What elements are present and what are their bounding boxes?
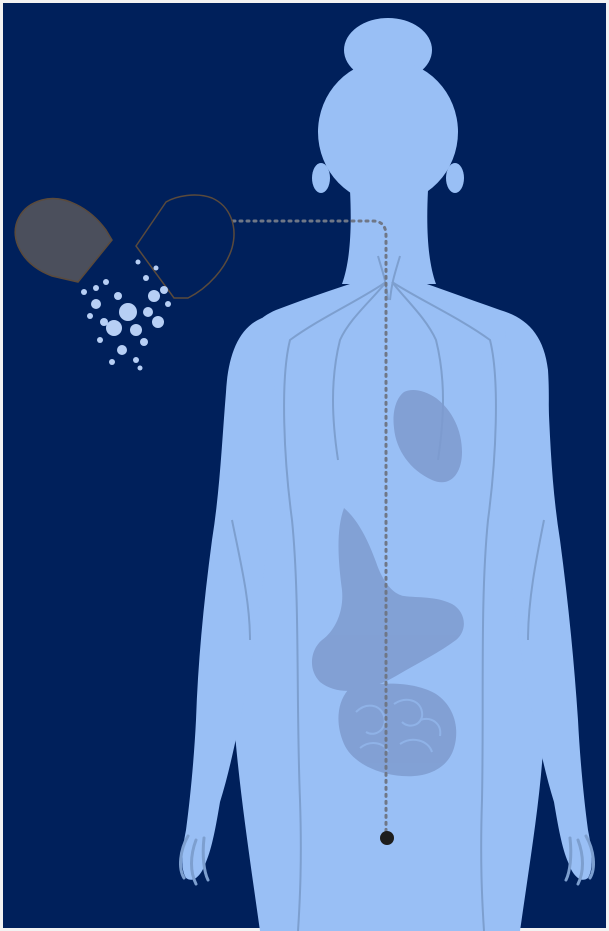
ear-right — [446, 163, 464, 193]
path-end-dot — [380, 831, 394, 845]
neck — [342, 190, 436, 284]
ear-left — [312, 163, 330, 193]
head — [318, 60, 458, 204]
